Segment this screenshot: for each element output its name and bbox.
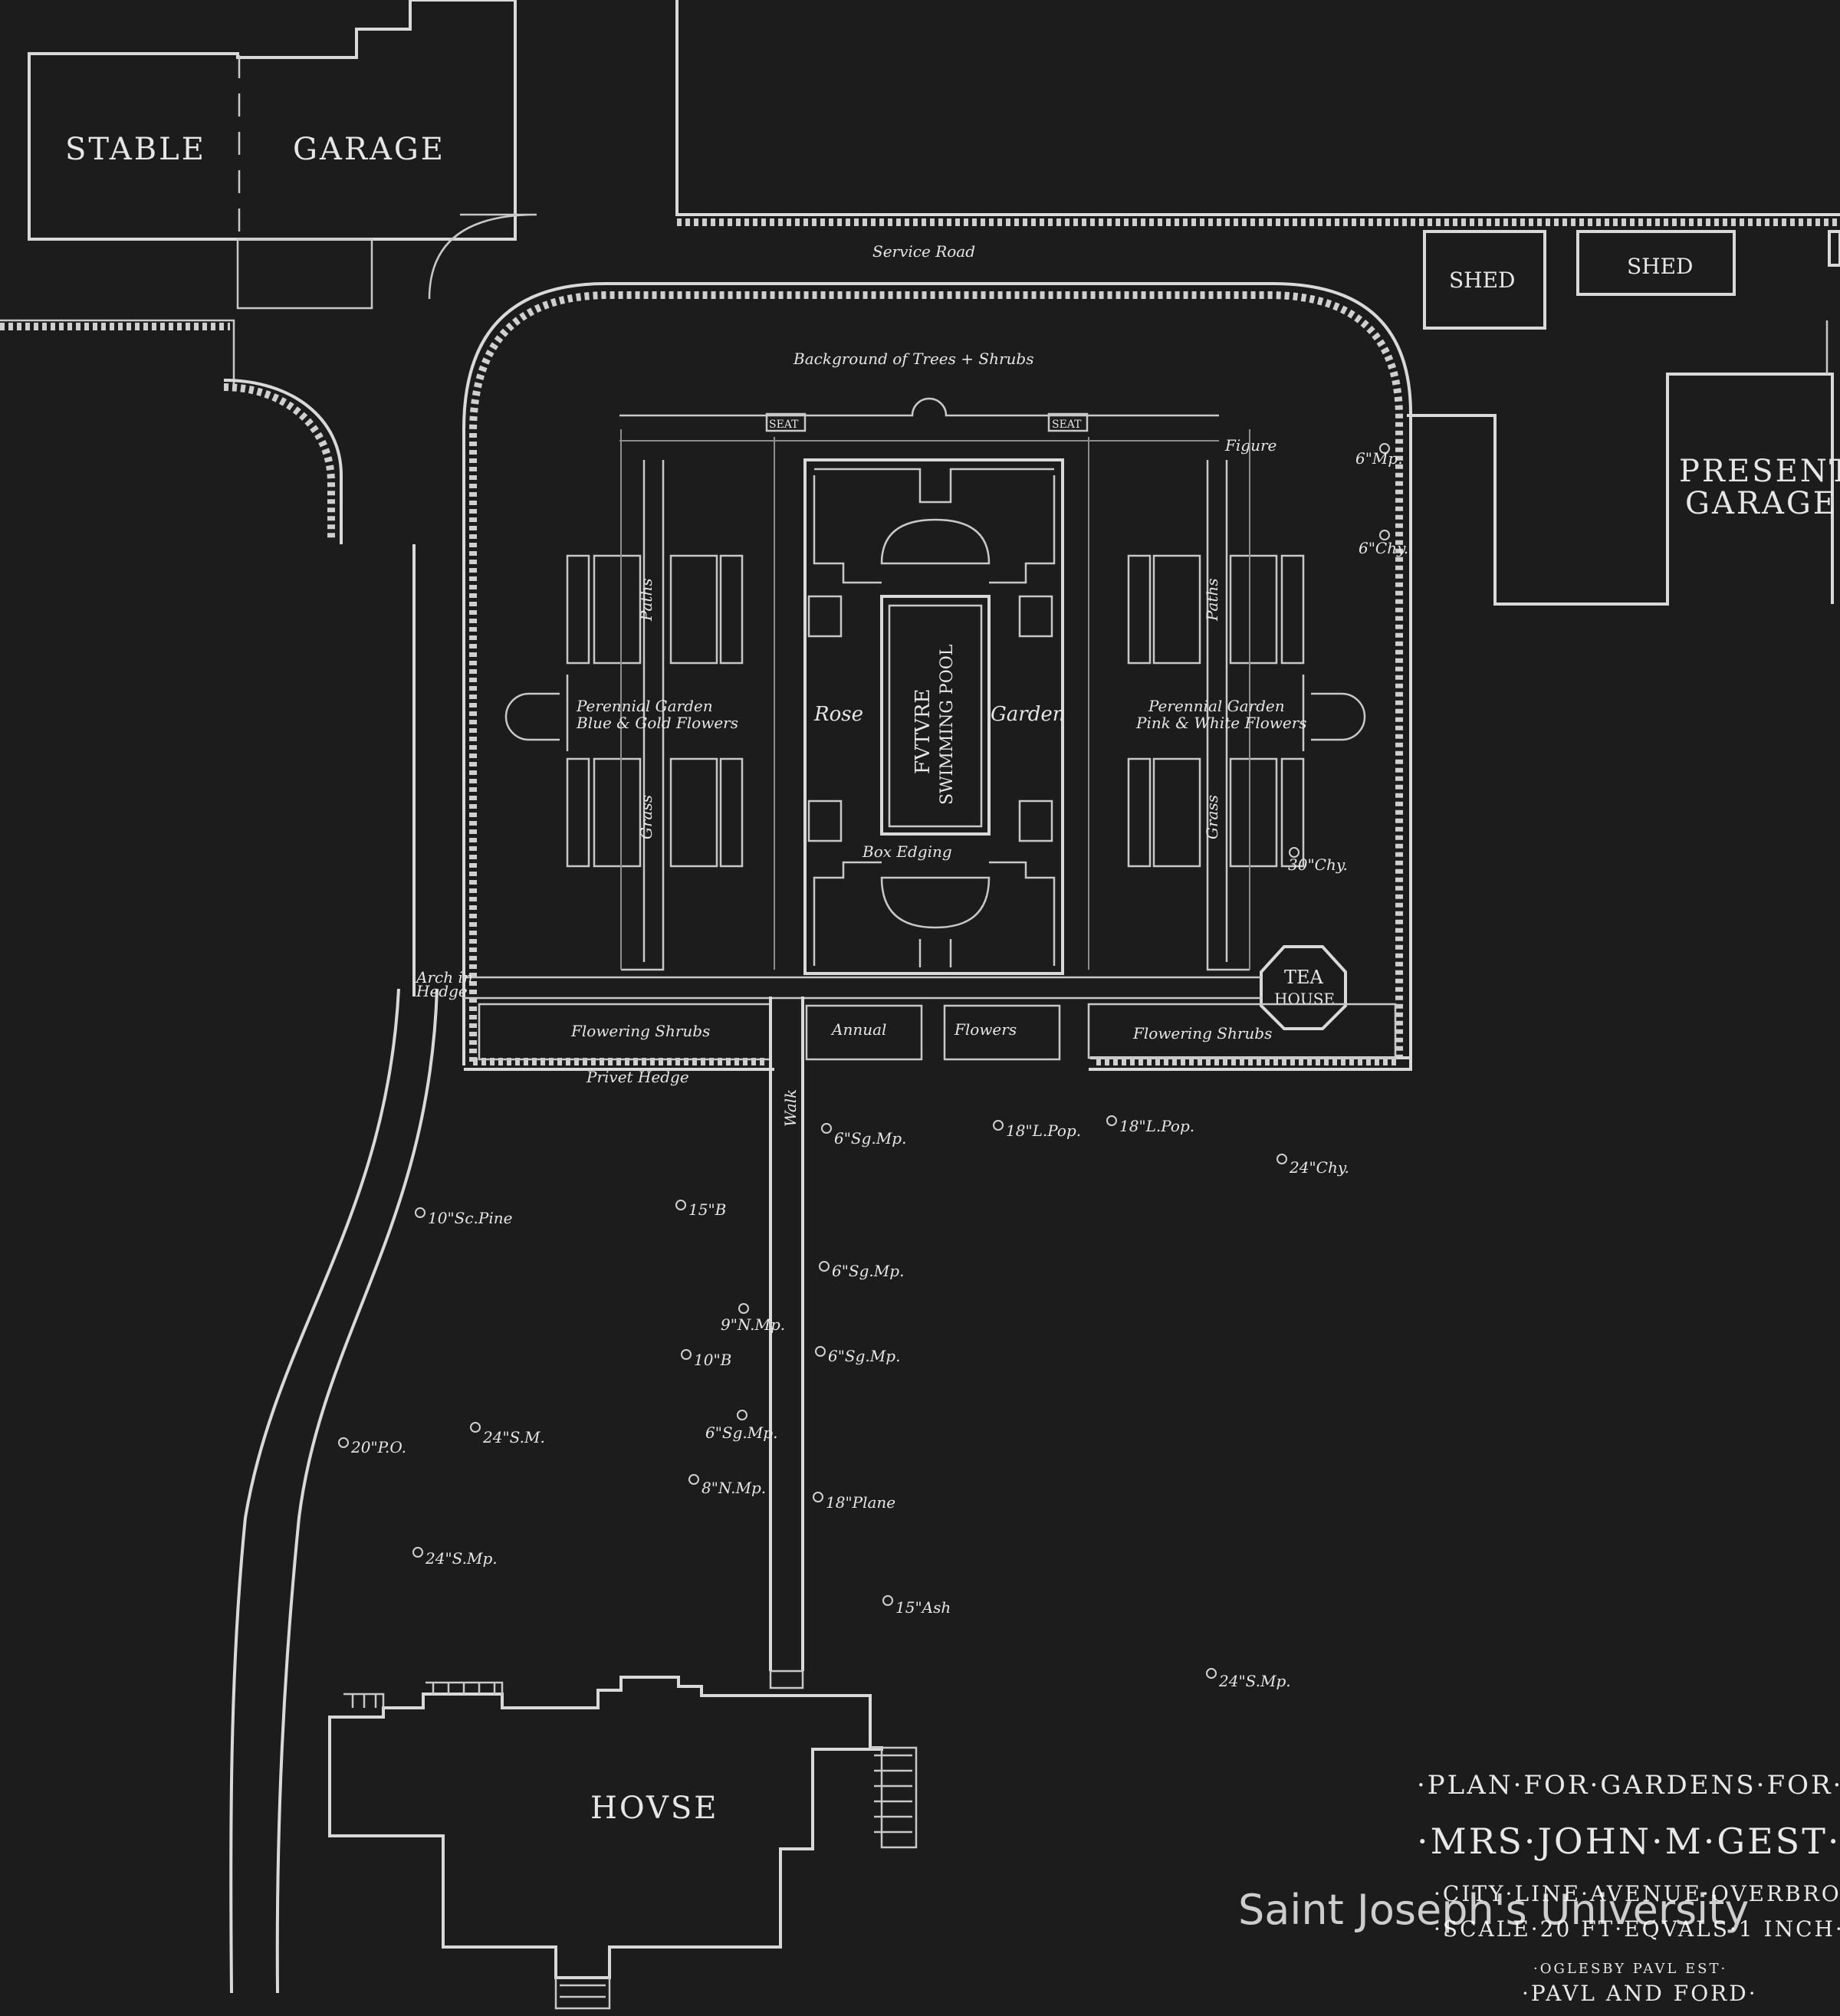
title-block: ·PLAN·FOR·GARDENS·FOR· ·MRS·JOHN·M·GEST·… <box>1417 1770 1840 2006</box>
tree-label: 10"Sc.Pine <box>428 1209 512 1227</box>
stable-label: STABLE <box>65 132 206 167</box>
tree-label: 6"Sg.Mp. <box>832 1262 904 1280</box>
tree-label: 6"Sg.Mp. <box>834 1129 906 1148</box>
tea-house <box>1260 945 1347 1030</box>
garden-word-label: Garden <box>991 703 1065 726</box>
tree-label: 24"Chy. <box>1289 1158 1349 1177</box>
title-line-6: ·PAVL AND FORD· <box>1522 1981 1758 2006</box>
arch-label-1: Arch in <box>415 968 473 987</box>
pool-label-1: FVTVRE <box>912 689 935 775</box>
perennial-right-title: Perennial Garden <box>1148 697 1285 715</box>
present-garage-building <box>1407 320 1834 606</box>
paths-left-label: Paths <box>637 578 656 622</box>
house-building <box>328 1676 918 2010</box>
tree-label: 18"L.Pop. <box>1119 1117 1194 1135</box>
walk <box>769 997 804 1689</box>
figure-label: Figure <box>1224 436 1276 455</box>
title-line-5: ·OGLESBY PAVL EST· <box>1533 1961 1727 1977</box>
shed-right <box>1576 230 1736 296</box>
tree-label: 10"B <box>694 1351 731 1369</box>
perennial-left-title: Perennial Garden <box>576 697 713 715</box>
rose-garden <box>803 458 1064 975</box>
watermark: Saint Joseph's University <box>1238 1886 1749 1934</box>
tree-label: 6"Chy. <box>1359 539 1408 557</box>
tea-house-label-2: HOUSE <box>1274 990 1335 1008</box>
tree-label: 20"P.O. <box>350 1438 406 1456</box>
tree-label: 9"N.Mp. <box>721 1315 785 1334</box>
seat-right-label: SEAT <box>1052 419 1082 431</box>
tree-label: 30"Chy. <box>1288 855 1348 874</box>
shed-right-label: SHED <box>1627 254 1694 279</box>
title-line-3: ·CITY·LINE·AVENUE·OVERBROO <box>1434 1881 1840 1906</box>
privet-hedge-label: Privet Hedge <box>586 1068 689 1086</box>
tree-label: 24"S.M. <box>482 1428 545 1446</box>
tree-label: 6"Sg.Mp. <box>828 1347 900 1365</box>
arch-label-2: Hedge <box>416 982 468 1000</box>
tree-label: 18"Plane <box>826 1493 895 1512</box>
flowers-label: Flowers <box>954 1020 1017 1039</box>
service-road-boundary <box>0 0 1840 389</box>
rose-label: Rose <box>813 703 863 726</box>
shed-left-label: SHED <box>1449 268 1516 293</box>
shed-left <box>1423 230 1546 330</box>
title-line-2: ·MRS·JOHN·M·GEST· <box>1417 1821 1840 1862</box>
tree-label: 24"S.Mp. <box>1218 1672 1291 1690</box>
bottom-beds <box>464 976 1397 1061</box>
present-garage-label-1: PRESENT <box>1679 454 1840 489</box>
grass-left-label: Grass <box>637 795 656 839</box>
annual-label: Annual <box>830 1020 886 1039</box>
left-perennial-garden <box>504 429 775 971</box>
garage-label: GARAGE <box>293 132 445 167</box>
background-trees-label: Background of Trees + Shrubs <box>793 350 1033 368</box>
shed-edge <box>1828 230 1840 267</box>
seat-bench <box>619 397 1219 442</box>
flowering-shrubs-left-label: Flowering Shrubs <box>570 1022 710 1040</box>
seat-left-label: SEAT <box>769 419 799 431</box>
tree-label: 15"B <box>688 1200 726 1219</box>
tree-label: 6"Sg.Mp. <box>705 1423 777 1442</box>
driveway <box>223 379 439 1994</box>
tree-label: 24"S.Mp. <box>425 1549 498 1568</box>
box-edging-label: Box Edging <box>862 842 952 861</box>
tree-label: 8"N.Mp. <box>702 1479 766 1497</box>
perennial-right-flowers: Pink & White Flowers <box>1135 714 1307 732</box>
stable-garage-building <box>28 0 517 310</box>
flowering-shrubs-right-label: Flowering Shrubs <box>1132 1024 1272 1042</box>
paths-right-label: Paths <box>1203 578 1221 622</box>
pool-label-2: SWIMMING POOL <box>938 644 957 805</box>
house-label: HOVSE <box>590 1791 718 1826</box>
tree-label: 15"Ash <box>895 1598 951 1617</box>
tree-label: 6"Mp. <box>1355 449 1403 468</box>
trees-layer: 6"Mp. 6"Chy. 30"Chy. 6"Sg.Mp. 18"L.Pop. … <box>338 443 1408 1690</box>
walk-label: Walk <box>781 1089 800 1127</box>
title-line-4: ·SCALE·20 FT·EQVALS·1 INCH· <box>1434 1916 1840 1942</box>
perennial-left-flowers: Blue & Gold Flowers <box>576 714 738 732</box>
tea-house-label-1: TEA <box>1284 967 1324 988</box>
tree-label: 18"L.Pop. <box>1006 1121 1081 1140</box>
grass-right-label: Grass <box>1203 795 1221 839</box>
title-line-1: ·PLAN·FOR·GARDENS·FOR· <box>1417 1770 1840 1801</box>
service-road-label: Service Road <box>872 242 975 261</box>
present-garage-label-2: GARAGE <box>1685 486 1838 521</box>
right-perennial-garden <box>1088 429 1366 971</box>
